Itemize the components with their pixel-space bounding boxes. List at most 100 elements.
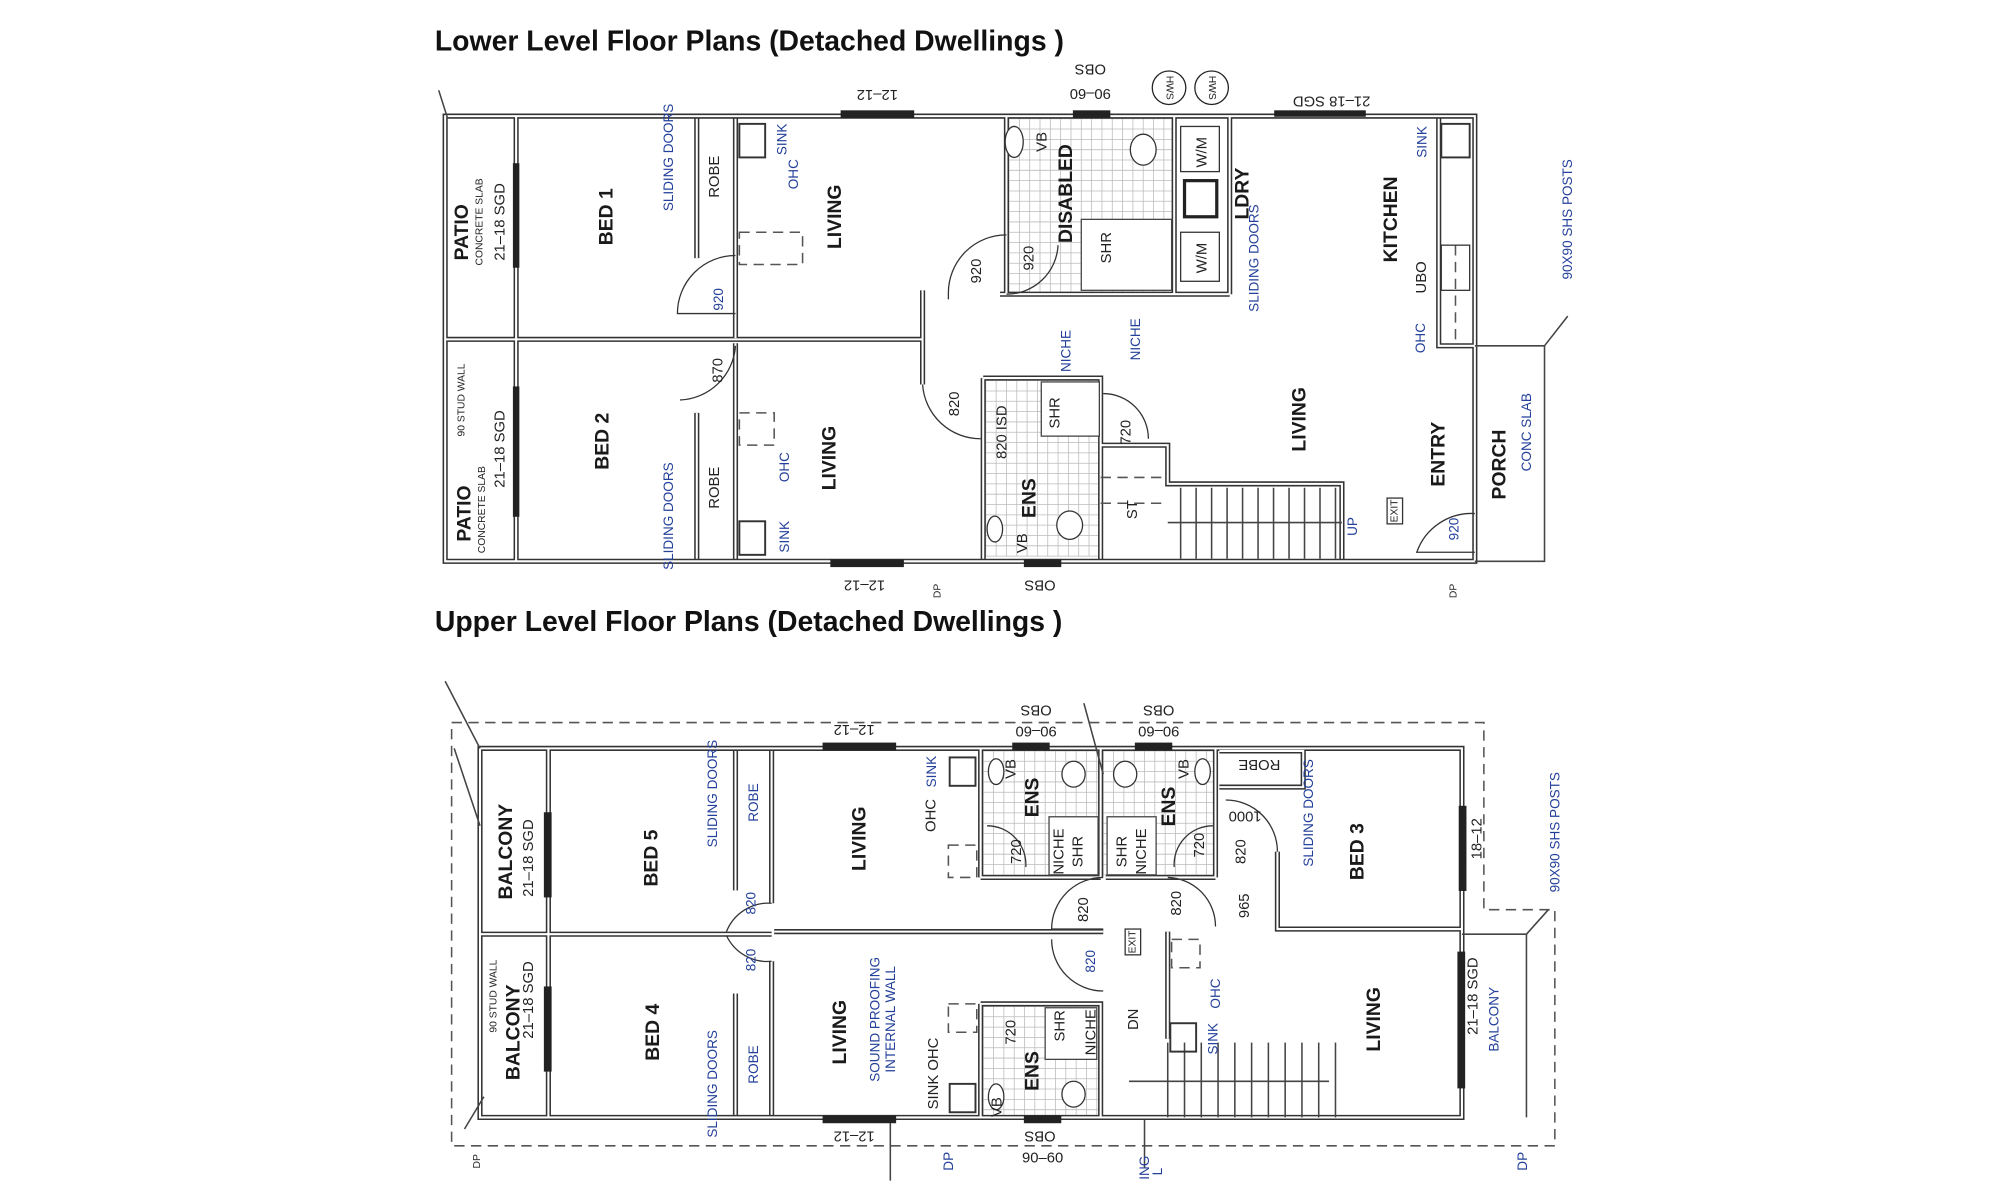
upper-door-bed3-label: 820 — [1233, 839, 1249, 864]
upper-shr-c-label: SHR — [1053, 1010, 1069, 1042]
lower-sliding-doors-2-label: SLIDING DOORS — [661, 462, 676, 570]
lower-dp-1-label: DP — [933, 584, 944, 598]
lower-sink-1-label: SINK — [774, 124, 789, 156]
upper-ing-l-label: L — [1150, 1167, 1165, 1175]
upper-niche-c-label: NICHE — [1084, 1009, 1100, 1055]
lower-niche-2-label: NICHE — [1128, 318, 1143, 360]
lower-living-3-label: LIVING — [1288, 387, 1310, 451]
lower-ens-label: ENS — [1019, 478, 1041, 518]
upper-sliding-doors-4-label: SLIDING DOORS — [705, 1030, 720, 1138]
upper-balcony-2-sgd-label: 21–18 SGD — [521, 961, 537, 1039]
lower-bed-2-label: BED 2 — [592, 413, 614, 470]
upper-sink-ohc-4-label: SINK OHC — [926, 1037, 942, 1109]
upper-sound-proofing-label: SOUND PROOFING — [867, 957, 882, 1082]
upper-exit-label: EXIT — [1127, 930, 1138, 954]
upper-ing-label: ING — [1137, 1156, 1152, 1180]
lower-obs-top-size-label: 90–60 — [1070, 85, 1111, 101]
stairs — [1167, 487, 1342, 559]
upper-niche-a-label: NICHE — [1051, 828, 1067, 874]
lower-sink-kitchen-label: SINK — [1414, 126, 1429, 158]
upper-dim-1000-label: 1000 — [1229, 807, 1262, 823]
lower-wm-2-label: W/M — [1195, 243, 1211, 273]
upper-win-bed3-label: 18–12 — [1469, 818, 1485, 859]
upper-living-3-label: LIVING — [1363, 987, 1385, 1051]
lower-porch-label: PORCH — [1488, 430, 1510, 500]
upper-ens-a-label: ENS — [1021, 777, 1043, 817]
upper-windows — [543, 742, 1467, 1124]
lower-living-2-label: LIVING — [819, 426, 841, 490]
lower-door-disabled-label: 920 — [1022, 246, 1038, 271]
cabinet-outlines — [738, 231, 1457, 504]
lower-patio-2-label: PATIO — [454, 485, 476, 541]
upper-sink-5-label: SINK — [924, 756, 939, 788]
lower-hws-1-label: HWS — [1164, 76, 1175, 100]
upper-dim-965-label: 965 — [1237, 893, 1253, 918]
upper-balcony-2-label: BALCONY — [503, 984, 525, 1080]
stairs — [1129, 1042, 1337, 1118]
upper-sink-3-label: SINK — [1205, 1023, 1220, 1055]
lower-posts-label: 90X90 SHS POSTS — [1560, 159, 1575, 279]
upper-bed-3-label: BED 3 — [1346, 823, 1368, 880]
lower-win-top-1-label: 12–12 — [857, 86, 898, 102]
porch-outline — [1474, 345, 1546, 563]
lower-ubo-label: UBO — [1414, 261, 1430, 293]
upper-door-corr-2-label: 820 — [1169, 891, 1185, 916]
upper-obs-top-2-size-label: 90–60 — [1138, 722, 1179, 738]
lower-niche-1-label: NICHE — [1058, 330, 1073, 372]
lower-hws-2-label: HWS — [1206, 76, 1217, 100]
lower-kitchen-label: KITCHEN — [1380, 176, 1402, 262]
lower-obs-bottom-label: OBS — [1024, 577, 1055, 593]
lower-shr-disabled-label: SHR — [1099, 232, 1115, 264]
cabinet-outlines — [947, 844, 1201, 1034]
upper-dn-label: DN — [1126, 1009, 1142, 1030]
upper-balcony-3-label: BALCONY — [1487, 987, 1502, 1052]
lower-up-label: UP — [1345, 517, 1360, 536]
leader-lines — [444, 680, 1549, 1181]
upper-obs-top-1-label: OBS — [1020, 702, 1051, 718]
upper-living-4-label: LIVING — [829, 1000, 851, 1064]
lower-door-bed2-label: 870 — [711, 358, 727, 383]
upper-bed-4-label: BED 4 — [642, 1004, 664, 1061]
lower-exit-label: EXIT — [1389, 499, 1400, 523]
lower-isd-label: 820 ISD — [995, 405, 1011, 459]
lower-robe-2-label: ROBE — [707, 467, 723, 509]
upper-door-a-label: 720 — [1009, 839, 1025, 864]
lower-door-st-label: 720 — [1118, 420, 1134, 445]
lower-level-title: Lower Level Floor Plans (Detached Dwelli… — [435, 25, 1064, 57]
upper-obs-top-2-label: OBS — [1143, 702, 1174, 718]
upper-living-5-label: LIVING — [848, 806, 870, 870]
upper-balcony-3-sgd-label: 21–18 SGD — [1466, 957, 1482, 1035]
upper-door-corr-1-label: 820 — [1076, 897, 1092, 922]
lower-door-bed1-label: 920 — [711, 288, 726, 311]
lower-ohc-2-label: OHC — [777, 452, 792, 482]
upper-dp-3-label: DP — [1515, 1152, 1530, 1171]
lower-stud-wall-label: 90 STUD WALL — [456, 363, 467, 436]
lower-patio-2-sgd-label: 21–18 SGD — [493, 410, 509, 488]
upper-bed-5-label: BED 5 — [641, 829, 663, 886]
upper-walls — [477, 745, 1465, 1120]
upper-obs-bottom-label: OBS — [1024, 1127, 1055, 1143]
lower-door-entry-label: 920 — [1447, 518, 1462, 541]
lower-wm-1-label: W/M — [1195, 137, 1211, 167]
upper-plan — [444, 680, 1556, 1181]
fixtures — [738, 70, 1471, 556]
lower-sliding-doors-1-label: SLIDING DOORS — [661, 104, 676, 212]
upper-shr-a-label: SHR — [1071, 836, 1087, 868]
upper-shr-b-label: SHR — [1115, 836, 1131, 868]
upper-ens-b-label: ENS — [1158, 786, 1180, 826]
upper-win-top-label: 12–12 — [834, 721, 875, 737]
upper-sliding-doors-5-label: SLIDING DOORS — [705, 740, 720, 848]
lower-ohc-1-label: OHC — [786, 159, 801, 189]
lower-sliding-doors-ldry-label: SLIDING DOORS — [1247, 204, 1262, 312]
bathroom-tiles — [985, 118, 1172, 557]
upper-obs-top-1-size-label: 90–60 — [1016, 722, 1057, 738]
upper-door-c-label: 720 — [1004, 1020, 1020, 1045]
upper-ohc-3-label: OHC — [1208, 978, 1223, 1008]
lower-patio-2-slab-label: CONCRETE SLAB — [477, 466, 488, 553]
lower-ohc-kitchen-label: OHC — [1413, 323, 1428, 353]
upper-niche-b-label: NICHE — [1134, 828, 1150, 874]
lower-ldry-label: LDRY — [1232, 167, 1254, 219]
upper-door-corr-3-label: 820 — [1083, 950, 1098, 973]
lower-sink-2-label: SINK — [777, 521, 792, 553]
